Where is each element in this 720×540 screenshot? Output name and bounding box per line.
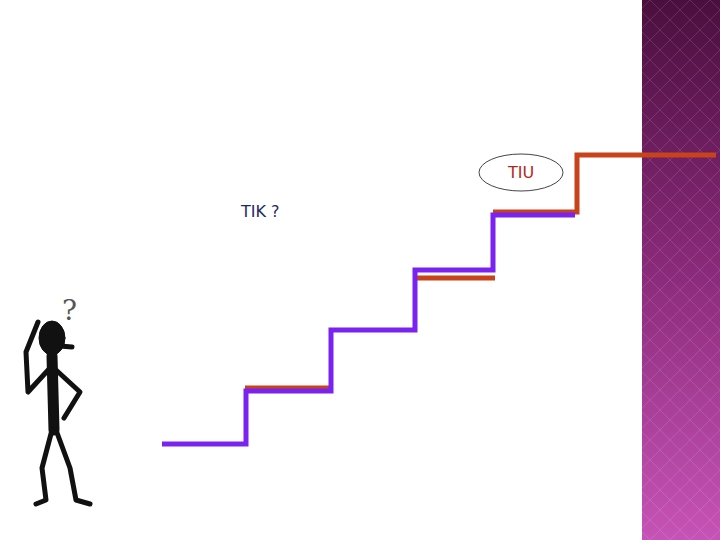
- purple-stairs: [162, 215, 575, 444]
- node-text-wrap: TIU: [508, 163, 534, 182]
- band-pattern: [642, 0, 720, 540]
- oval-node: TIU: [478, 153, 564, 192]
- figure-hip-arm: [56, 370, 80, 418]
- figure-head: [39, 321, 65, 355]
- question-label: TIK ?: [241, 202, 280, 221]
- figure-raised-arm: [26, 322, 50, 392]
- thinking-figure: [26, 321, 90, 504]
- question-mark: ?: [62, 294, 77, 327]
- figure-right-leg: [56, 430, 90, 504]
- figure-left-leg: [36, 430, 52, 504]
- figure-nose: [60, 346, 72, 347]
- oval-shape: [479, 154, 563, 191]
- orange-step: [416, 276, 495, 281]
- node-text: TIU: [508, 163, 534, 182]
- side-band: [642, 0, 720, 540]
